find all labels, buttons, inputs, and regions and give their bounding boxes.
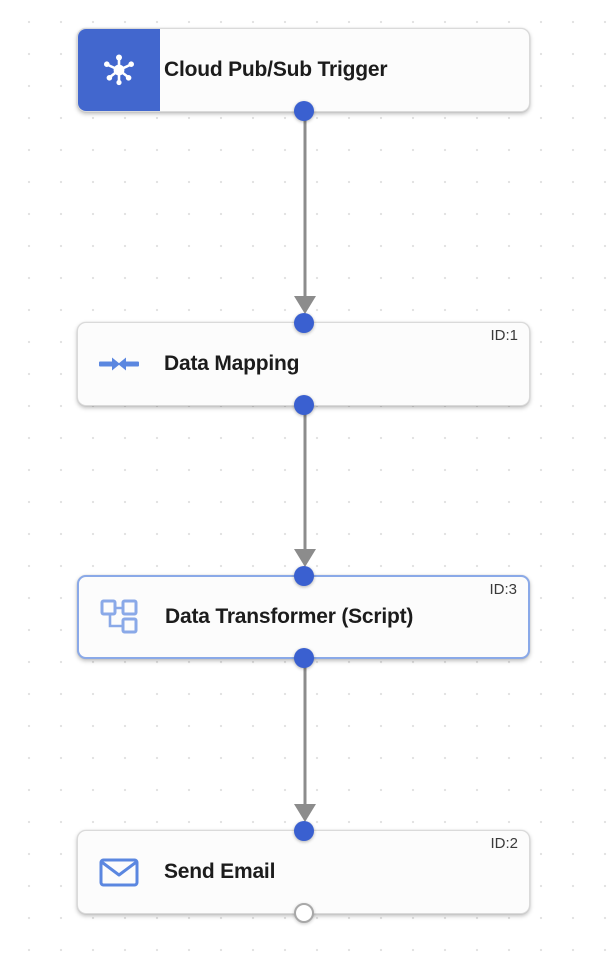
node-title: Cloud Pub/Sub Trigger: [164, 58, 388, 81]
edge-transformer-to-email: [294, 657, 316, 822]
input-port[interactable]: [293, 566, 314, 586]
node-data-mapping[interactable]: Data Mapping ID:1: [77, 313, 530, 415]
output-port-unconnected[interactable]: [293, 903, 314, 923]
edge-trigger-to-mapping: [294, 112, 316, 314]
envelope-icon: [78, 831, 160, 913]
account-tree-icon: [79, 577, 161, 657]
input-port[interactable]: [293, 313, 314, 333]
input-port[interactable]: [293, 821, 314, 841]
node-title: Send Email: [164, 860, 276, 883]
node-title: Data Transformer (Script): [165, 605, 414, 628]
node-cloud-pubsub-trigger[interactable]: Cloud Pub/Sub Trigger: [77, 28, 530, 121]
output-port[interactable]: [293, 648, 314, 668]
output-port[interactable]: [293, 395, 314, 415]
node-send-email[interactable]: Send Email ID:2: [77, 821, 530, 923]
edge-mapping-to-transformer: [294, 406, 316, 567]
pubsub-hub-icon: [78, 29, 160, 111]
merge-arrows-icon: [78, 323, 160, 405]
node-id-badge: ID:3: [489, 581, 517, 598]
node-title: Data Mapping: [164, 352, 300, 375]
node-id-badge: ID:2: [490, 835, 518, 852]
node-id-badge: ID:1: [490, 327, 518, 344]
node-data-transformer-script[interactable]: Data Transformer (Script) ID:3: [77, 566, 530, 668]
output-port[interactable]: [293, 101, 314, 121]
